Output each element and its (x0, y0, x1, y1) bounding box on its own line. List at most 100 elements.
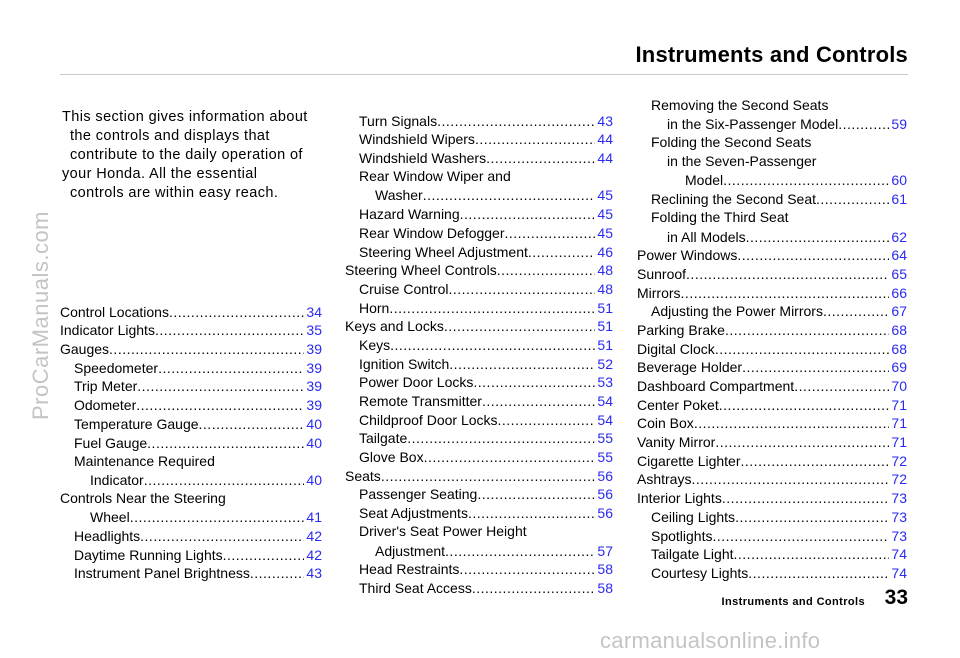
toc-entry[interactable]: Tailgate55 (345, 429, 613, 448)
toc-page-link[interactable]: 44 (597, 131, 613, 148)
toc-entry[interactable]: Steering Wheel Adjustment46 (345, 242, 613, 261)
toc-page-link[interactable]: 55 (597, 449, 613, 466)
toc-entry[interactable]: Cruise Control48 (345, 279, 613, 298)
toc-page-link[interactable]: 74 (891, 546, 907, 563)
toc-page-link[interactable]: 51 (597, 336, 613, 353)
toc-page-link[interactable]: 39 (306, 341, 322, 358)
toc-entry[interactable]: Wheel41 (60, 508, 322, 527)
toc-page-link[interactable]: 55 (597, 430, 613, 447)
toc-entry[interactable]: Instrument Panel Brightness43 (60, 564, 322, 583)
toc-entry[interactable]: Horn51 (345, 298, 613, 317)
toc-entry[interactable]: Adjusting the Power Mirrors67 (637, 302, 907, 321)
toc-page-link[interactable]: 56 (597, 505, 613, 522)
toc-page-link[interactable]: 66 (891, 284, 907, 301)
toc-entry[interactable]: Head Restraints58 (345, 560, 613, 579)
toc-page-link[interactable]: 35 (306, 322, 322, 339)
toc-page-link[interactable]: 73 (891, 508, 907, 525)
toc-page-link[interactable]: 71 (891, 434, 907, 451)
toc-entry[interactable]: Childproof Door Locks54 (345, 410, 613, 429)
toc-entry-continued[interactable]: in the Seven-Passenger (637, 152, 907, 171)
toc-page-link[interactable]: 48 (597, 280, 613, 297)
toc-page-link[interactable]: 59 (891, 116, 907, 133)
toc-page-link[interactable]: 43 (306, 565, 322, 582)
toc-page-link[interactable]: 56 (597, 486, 613, 503)
toc-entry[interactable]: Tailgate Light74 (637, 545, 907, 564)
toc-entry[interactable]: Windshield Washers44 (345, 148, 613, 167)
toc-entry-continued[interactable]: Controls Near the Steering (60, 489, 322, 508)
toc-page-link[interactable]: 69 (891, 359, 907, 376)
toc-page-link[interactable]: 45 (597, 224, 613, 241)
toc-entry[interactable]: Hazard Warning45 (345, 204, 613, 223)
toc-entry[interactable]: Indicator40 (60, 470, 322, 489)
toc-page-link[interactable]: 54 (597, 393, 613, 409)
toc-page-link[interactable]: 72 (891, 471, 907, 488)
toc-page-link[interactable]: 39 (306, 397, 322, 414)
toc-page-link[interactable]: 62 (891, 228, 907, 245)
toc-entry[interactable]: Rear Window Defogger45 (345, 223, 613, 242)
toc-page-link[interactable]: 41 (306, 509, 322, 526)
toc-page-link[interactable]: 60 (891, 172, 907, 189)
toc-entry[interactable]: Turn Signals43 (345, 111, 613, 130)
toc-entry[interactable]: Gauges39 (60, 339, 322, 358)
toc-page-link[interactable]: 73 (891, 490, 907, 507)
toc-entry[interactable]: Glove Box55 (345, 447, 613, 466)
toc-entry[interactable]: Adjustment57 (345, 541, 613, 560)
toc-entry[interactable]: Third Seat Access58 (345, 578, 613, 597)
toc-page-link[interactable]: 61 (891, 191, 907, 208)
toc-page-link[interactable]: 52 (597, 355, 613, 372)
toc-page-link[interactable]: 68 (891, 321, 907, 338)
toc-entry-continued[interactable]: Maintenance Required (60, 452, 322, 471)
toc-entry[interactable]: Steering Wheel Controls48 (345, 261, 613, 280)
toc-entry[interactable]: Ashtrays72 (637, 470, 907, 489)
toc-entry[interactable]: Power Door Locks53 (345, 373, 613, 392)
toc-entry[interactable]: in All Models62 (637, 227, 907, 246)
toc-entry[interactable]: Ignition Switch52 (345, 354, 613, 373)
toc-entry[interactable]: Windshield Wipers44 (345, 130, 613, 149)
toc-entry[interactable]: Mirrors66 (637, 283, 907, 302)
toc-entry[interactable]: Control Locations34 (60, 302, 322, 321)
toc-page-link[interactable]: 70 (891, 378, 907, 394)
toc-entry[interactable]: Washer45 (345, 186, 613, 205)
toc-page-link[interactable]: 54 (597, 411, 613, 428)
toc-entry-continued[interactable]: Removing the Second Seats (637, 96, 907, 115)
toc-page-link[interactable]: 40 (306, 471, 322, 488)
toc-page-link[interactable]: 45 (597, 206, 613, 223)
toc-page-link[interactable]: 57 (597, 542, 613, 559)
toc-entry[interactable]: Digital Clock68 (637, 339, 907, 358)
toc-entry[interactable]: Dashboard Compartment70 (637, 376, 907, 395)
toc-entry[interactable]: Daytime Running Lights42 (60, 545, 322, 564)
toc-entry[interactable]: Model60 (637, 171, 907, 190)
toc-entry[interactable]: Ceiling Lights73 (637, 507, 907, 526)
toc-page-link[interactable]: 46 (597, 243, 613, 260)
toc-page-link[interactable]: 72 (891, 452, 907, 469)
toc-page-link[interactable]: 45 (597, 187, 613, 204)
toc-entry[interactable]: Seats56 (345, 466, 613, 485)
toc-page-link[interactable]: 42 (306, 546, 322, 563)
toc-page-link[interactable]: 34 (306, 303, 322, 320)
toc-page-link[interactable]: 43 (597, 112, 613, 129)
toc-entry-continued[interactable]: Folding the Third Seat (637, 208, 907, 227)
toc-entry[interactable]: in the Six-Passenger Model59 (637, 115, 907, 134)
toc-page-link[interactable]: 40 (306, 415, 322, 432)
toc-page-link[interactable]: 65 (891, 265, 907, 282)
toc-entry-continued[interactable]: Folding the Second Seats (637, 133, 907, 152)
toc-entry[interactable]: Seat Adjustments56 (345, 503, 613, 522)
toc-entry[interactable]: Headlights42 (60, 526, 322, 545)
toc-entry-continued[interactable]: Rear Window Wiper and (345, 167, 613, 186)
toc-page-link[interactable]: 51 (597, 318, 613, 335)
toc-page-link[interactable]: 39 (306, 378, 322, 395)
toc-entry[interactable]: Spotlights73 (637, 526, 907, 545)
toc-entry[interactable]: Power Windows64 (637, 246, 907, 265)
toc-entry[interactable]: Cigarette Lighter72 (637, 451, 907, 470)
toc-page-link[interactable]: 42 (306, 527, 322, 544)
toc-entry[interactable]: Fuel Gauge40 (60, 433, 322, 452)
toc-entry[interactable]: Keys and Locks51 (345, 317, 613, 336)
toc-entry[interactable]: Sunroof65 (637, 264, 907, 283)
toc-entry[interactable]: Indicator Lights35 (60, 321, 322, 340)
toc-page-link[interactable]: 51 (597, 299, 613, 316)
toc-entry[interactable]: Reclining the Second Seat61 (637, 189, 907, 208)
toc-page-link[interactable]: 48 (597, 262, 613, 279)
toc-entry[interactable]: Passenger Seating56 (345, 485, 613, 504)
toc-page-link[interactable]: 58 (597, 561, 613, 578)
toc-entry[interactable]: Remote Transmitter54 (345, 391, 613, 410)
